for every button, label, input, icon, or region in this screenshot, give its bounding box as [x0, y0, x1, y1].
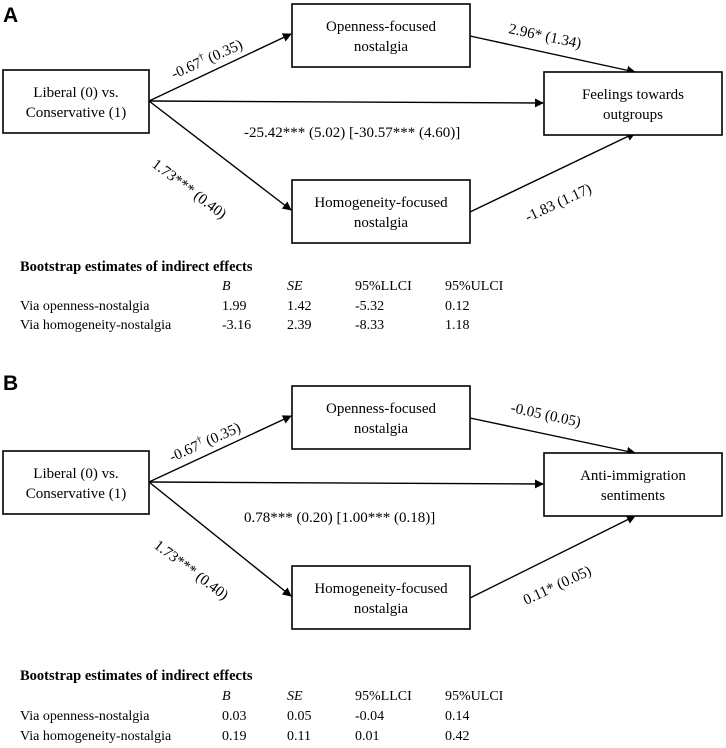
table-header-ulci: 95%ULCI: [445, 689, 504, 704]
row-label: Via openness-nostalgia: [20, 299, 150, 314]
table-title: Bootstrap estimates of indirect effects: [20, 668, 253, 684]
path-arrow-homogeneity-to-outcome: [469, 132, 636, 213]
row-label: Via homogeneity-nostalgia: [20, 318, 172, 333]
predictor-label-line1: Liberal (0) vs.: [33, 466, 118, 482]
table-row: Via openness-nostalgia 1.99 1.42 -5.32 0…: [20, 299, 470, 314]
homogeneity-label-line2: nostalgia: [354, 215, 408, 231]
cell-b: 0.03: [222, 709, 247, 724]
table-row: Via homogeneity-nostalgia -3.16 2.39 -8.…: [20, 318, 470, 333]
cell-b: 1.99: [222, 299, 247, 314]
openness-label-line2: nostalgia: [354, 421, 408, 437]
homogeneity-mediator-box: Homogeneity-focused nostalgia: [291, 565, 471, 630]
path-coef-predictor-to-homogeneity: 1.73*** (0.40): [151, 537, 232, 603]
path-arrow-predictor-to-homogeneity: [148, 100, 292, 211]
outcome-box: Feelings towards outgroups: [543, 71, 723, 136]
table-header-se: SE: [287, 279, 303, 294]
path-coef-predictor-to-homogeneity: 1.73*** (0.40): [149, 156, 230, 222]
row-label: Via homogeneity-nostalgia: [20, 729, 172, 744]
outcome-box: Anti-immigration sentiments: [543, 452, 723, 517]
path-arrow-predictor-to-openness: [148, 33, 292, 102]
panel-a: A Liberal (0) vs. Conservative (1) Openn…: [2, 3, 723, 333]
openness-label-line2: nostalgia: [354, 39, 408, 55]
openness-label-line1: Openness-focused: [326, 401, 436, 417]
homogeneity-label-line1: Homogeneity-focused: [314, 581, 448, 597]
openness-mediator-box: Openness-focused nostalgia: [291, 3, 471, 68]
table-header-se: SE: [287, 689, 303, 704]
table-row: Via openness-nostalgia 0.03 0.05 -0.04 0…: [20, 709, 470, 724]
cell-ulci: 0.12: [445, 299, 470, 314]
cell-se: 0.11: [287, 729, 311, 744]
table-title: Bootstrap estimates of indirect effects: [20, 259, 253, 275]
cell-se: 1.42: [287, 299, 312, 314]
panel-label: A: [3, 4, 18, 27]
cell-llci: -0.04: [355, 709, 384, 724]
path-coef-direct-effect: -25.42*** (5.02) [-30.57*** (4.60)]: [244, 125, 460, 141]
cell-b: -3.16: [222, 318, 251, 333]
outcome-label-line2: sentiments: [601, 488, 665, 504]
predictor-box: Liberal (0) vs. Conservative (1): [2, 450, 150, 515]
path-arrow-predictor-to-homogeneity: [148, 481, 292, 597]
path-arrow-homogeneity-to-outcome: [469, 515, 636, 599]
cell-ulci: 0.14: [445, 709, 470, 724]
table-header-ulci: 95%ULCI: [445, 279, 504, 294]
cell-se: 2.39: [287, 318, 312, 333]
path-coef-predictor-to-openness: -0.67† (0.35): [166, 418, 243, 465]
row-label: Via openness-nostalgia: [20, 709, 150, 724]
path-coef-homogeneity-to-outcome: -1.83 (1.17): [523, 181, 594, 226]
path-arrow-direct-effect: [148, 98, 544, 108]
predictor-label-line1: Liberal (0) vs.: [33, 85, 118, 101]
cell-ulci: 0.42: [445, 729, 470, 744]
predictor-label-line2: Conservative (1): [26, 486, 126, 502]
openness-mediator-box: Openness-focused nostalgia: [291, 385, 471, 450]
cell-llci: -5.32: [355, 299, 384, 314]
path-arrow-openness-to-outcome: [469, 417, 636, 456]
bootstrap-table: Bootstrap estimates of indirect effects …: [20, 259, 504, 333]
panel-b: B Liberal (0) vs. Conservative (1) Openn…: [2, 372, 723, 744]
panel-label: B: [3, 372, 18, 395]
table-header-llci: 95%LLCI: [355, 689, 412, 704]
predictor-box: Liberal (0) vs. Conservative (1): [2, 69, 150, 134]
table-header-llci: 95%LLCI: [355, 279, 412, 294]
path-coef-predictor-to-openness: -0.67† (0.35): [168, 35, 245, 82]
table-header-b: B: [222, 689, 231, 704]
cell-llci: 0.01: [355, 729, 380, 744]
path-coef-openness-to-outcome: -0.05 (0.05): [509, 400, 582, 430]
predictor-label-line2: Conservative (1): [26, 105, 126, 121]
homogeneity-label-line2: nostalgia: [354, 601, 408, 617]
path-coef-homogeneity-to-outcome: 0.11* (0.05): [521, 563, 594, 608]
path-arrow-openness-to-outcome: [469, 35, 636, 75]
homogeneity-label-line1: Homogeneity-focused: [314, 195, 448, 211]
path-arrow-direct-effect: [148, 479, 544, 489]
table-row: Via homogeneity-nostalgia 0.19 0.11 0.01…: [20, 729, 470, 744]
homogeneity-mediator-box: Homogeneity-focused nostalgia: [291, 179, 471, 244]
cell-ulci: 1.18: [445, 318, 470, 333]
outcome-label-line2: outgroups: [603, 107, 663, 123]
outcome-label-line1: Feelings towards: [582, 87, 684, 103]
openness-label-line1: Openness-focused: [326, 19, 436, 35]
table-header-b: B: [222, 279, 231, 294]
outcome-label-line1: Anti-immigration: [580, 468, 686, 484]
cell-b: 0.19: [222, 729, 247, 744]
path-arrow-predictor-to-openness: [148, 415, 292, 483]
cell-llci: -8.33: [355, 318, 384, 333]
path-coef-openness-to-outcome: 2.96* (1.34): [507, 21, 582, 52]
path-coef-direct-effect: 0.78*** (0.20) [1.00*** (0.18)]: [244, 510, 435, 526]
cell-se: 0.05: [287, 709, 312, 724]
bootstrap-table: Bootstrap estimates of indirect effects …: [20, 668, 504, 744]
